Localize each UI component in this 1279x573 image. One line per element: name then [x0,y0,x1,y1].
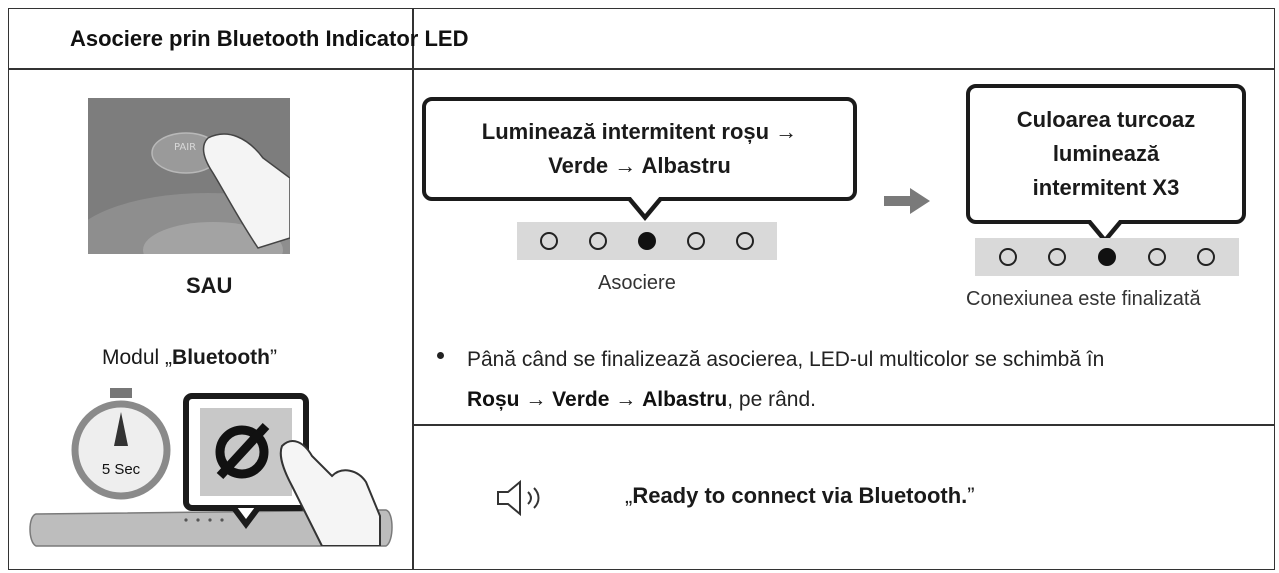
led-indicator-connected [975,238,1239,276]
led-4 [1147,248,1166,266]
stopwatch-icon: 5 Sec [71,388,171,500]
arrow-right-icon [884,188,930,214]
instruction-table [8,8,1275,570]
pair-button-label: PAIR [174,142,196,153]
bullet-icon [437,352,444,359]
led-5 [1197,248,1216,266]
or-label: SAU [186,273,233,298]
led-5 [735,232,754,250]
led-3 [1097,248,1116,266]
led-1 [540,232,559,250]
voice-guide-message: „Ready to connect via Bluetooth.” [625,483,975,508]
bluetooth-mode-label: Modul „Bluetooth” [102,346,278,369]
led-3 [637,232,656,250]
header-divider [8,68,1275,70]
timer-label: 5 Sec [102,461,141,478]
led-1 [998,248,1017,266]
column-divider [412,8,414,570]
speaker-icon [497,479,540,517]
led-2 [589,232,608,250]
hand-pressing-icon [279,440,381,546]
soundbar-image [29,509,393,547]
table-title: Asociere prin Bluetooth Indicator LED [70,26,469,51]
led-indicator-pairing [517,222,777,260]
led-4 [686,232,705,250]
pairing-note: Până când se finalizează asocierea, LED-… [467,348,1105,411]
pair-button-photo: PAIR [88,98,290,254]
pairing-caption: Asociere [598,272,676,294]
connected-caption: Conexiunea este finalizată [966,288,1201,310]
bluetooth-mode-popup [183,393,309,529]
pairing-callout: Luminează intermitent roșu →Verde → Alba… [422,97,857,201]
row-divider [412,424,1275,426]
led-2 [1048,248,1067,266]
